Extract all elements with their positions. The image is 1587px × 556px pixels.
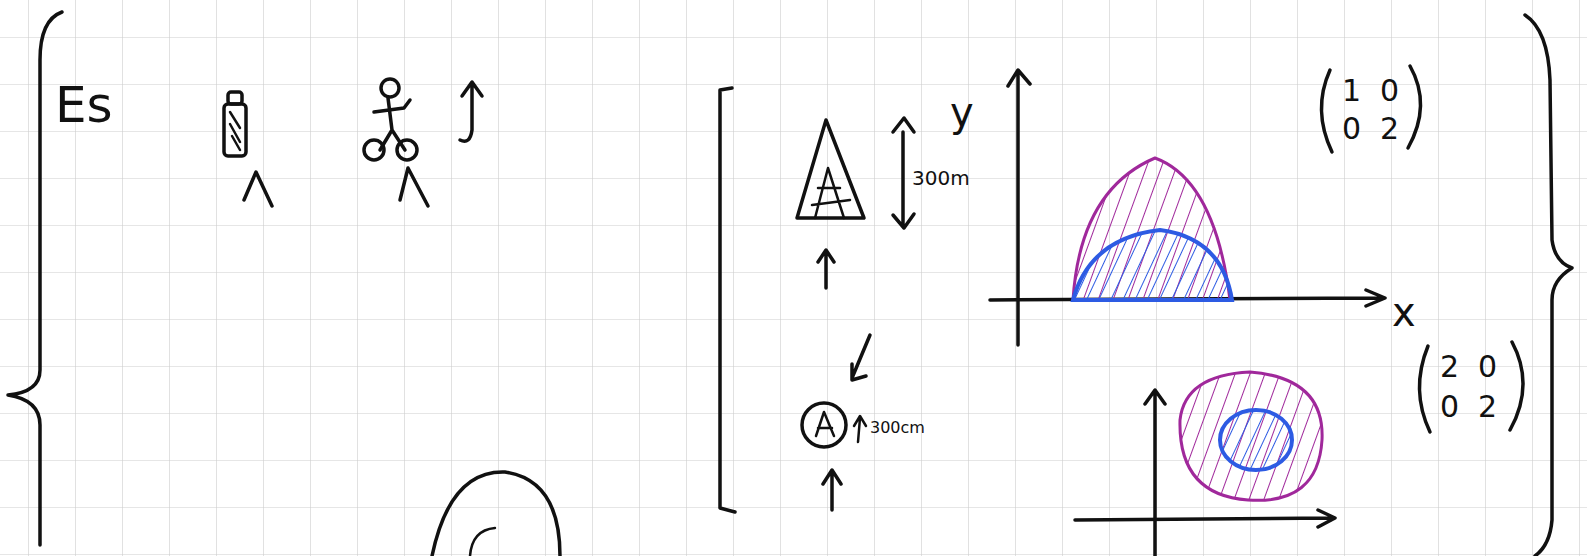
matrix-entry: 1 bbox=[1342, 76, 1361, 106]
matrix-entry: 0 bbox=[1478, 352, 1497, 382]
down-arrow bbox=[852, 335, 870, 380]
matrix-paren bbox=[1510, 342, 1523, 430]
matrix-entry: 0 bbox=[1342, 114, 1361, 144]
matrix-paren bbox=[1321, 70, 1332, 152]
tower-icon bbox=[797, 120, 864, 218]
up-arrow bbox=[818, 250, 834, 288]
matrix-paren bbox=[1419, 346, 1430, 432]
small-tower-circle bbox=[802, 403, 846, 447]
y-axis bbox=[1008, 70, 1030, 345]
bracket bbox=[720, 88, 735, 512]
dimension-label: 300cm bbox=[870, 420, 925, 436]
bottle-icon bbox=[224, 92, 272, 206]
matrix-entry: 2 bbox=[1380, 114, 1399, 144]
up-arrow bbox=[460, 82, 482, 141]
matrix-entry: 2 bbox=[1478, 392, 1497, 422]
partial-circle bbox=[432, 472, 560, 556]
matrix-paren bbox=[1408, 66, 1421, 148]
matrix-entry: 2 bbox=[1440, 352, 1459, 382]
cyclist-icon bbox=[364, 79, 428, 206]
original-region bbox=[1073, 230, 1232, 300]
dimension-label: 300m bbox=[912, 168, 970, 188]
small-arrow bbox=[854, 416, 866, 442]
axis-label: y bbox=[950, 92, 974, 132]
right-brace bbox=[1525, 15, 1572, 556]
axis bbox=[1145, 390, 1165, 556]
height-arrow bbox=[893, 118, 914, 228]
matrix-entry: 0 bbox=[1380, 76, 1399, 106]
up-arrow bbox=[823, 470, 841, 510]
axis bbox=[1075, 510, 1335, 527]
partial-mark bbox=[470, 528, 495, 556]
original-disc bbox=[1220, 410, 1292, 470]
note-text: Es bbox=[55, 80, 113, 130]
small-tower-icon bbox=[816, 412, 834, 436]
axis-label: x bbox=[1392, 292, 1416, 332]
matrix-entry: 0 bbox=[1440, 392, 1459, 422]
left-brace bbox=[8, 12, 62, 545]
scaled-disc bbox=[1180, 372, 1322, 500]
